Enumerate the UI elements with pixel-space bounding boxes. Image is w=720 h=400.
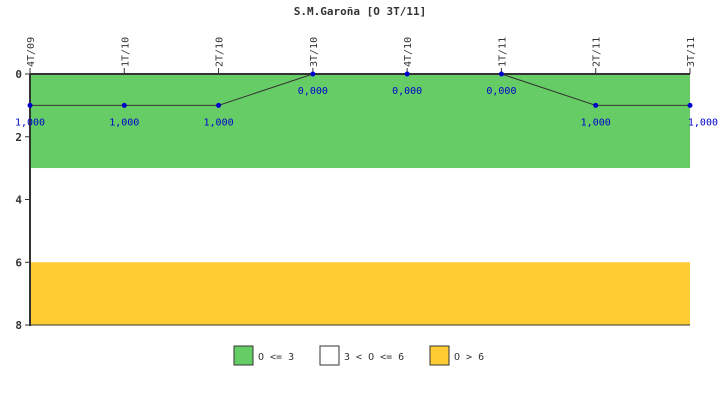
y-tick-label: 6 [15, 256, 22, 269]
series-line [30, 73, 690, 106]
x-tick-label: 2T/10 [215, 37, 226, 67]
data-labels: 1,000 1,000 1,000 0,000 0,000 0,000 1,000 1,000 [15, 86, 718, 128]
x-tick-label: 2T/11 [592, 37, 603, 67]
band-2 [30, 168, 690, 263]
legend-swatch [233, 345, 254, 366]
legend-swatch [319, 345, 340, 366]
data-label: 1,000 [688, 117, 718, 128]
series [27, 71, 693, 108]
data-point [593, 102, 599, 108]
y-tick-label: 8 [15, 319, 22, 332]
x-axis-ticks: 4T/09 1T/10 2T/10 3T/10 4T/10 1T/11 2T/11 3T/11 [26, 37, 697, 74]
chart-title: S.M.Garoña [O 3T/11] [294, 5, 426, 18]
data-label: 1,000 [581, 117, 611, 128]
band-3 [30, 262, 690, 325]
y-axis-ticks: 0 2 4 6 8 [15, 68, 30, 332]
band-layer [30, 74, 690, 325]
x-tick-label: 3T/10 [309, 37, 320, 67]
y-tick-label: 0 [15, 68, 22, 81]
data-label: 0,000 [392, 86, 422, 97]
band-1 [30, 74, 690, 169]
x-tick-label: 1T/10 [120, 37, 131, 67]
legend-swatch [429, 345, 450, 366]
data-point [121, 102, 127, 108]
legend-label: O <= 3 [258, 352, 294, 363]
data-label: 1,000 [204, 117, 234, 128]
data-label: 0,000 [298, 86, 328, 97]
data-point [310, 71, 316, 77]
y-tick-label: 2 [15, 131, 22, 144]
legend: O <= 3 3 < O <= 6 O > 6 [233, 345, 484, 366]
x-tick-label: 3T/11 [686, 37, 697, 67]
x-tick-label: 4T/09 [26, 37, 37, 67]
data-point [498, 71, 504, 77]
legend-label: O > 6 [454, 352, 484, 363]
data-point [216, 102, 222, 108]
x-tick-label: 4T/10 [403, 37, 414, 67]
data-point [27, 102, 33, 108]
data-point [687, 102, 693, 108]
data-label: 1,000 [109, 117, 139, 128]
legend-label: 3 < O <= 6 [344, 352, 404, 363]
data-label: 1,000 [15, 117, 45, 128]
y-tick-label: 4 [15, 194, 22, 207]
data-point [404, 71, 410, 77]
data-label: 0,000 [486, 86, 516, 97]
x-tick-label: 1T/11 [497, 37, 508, 67]
